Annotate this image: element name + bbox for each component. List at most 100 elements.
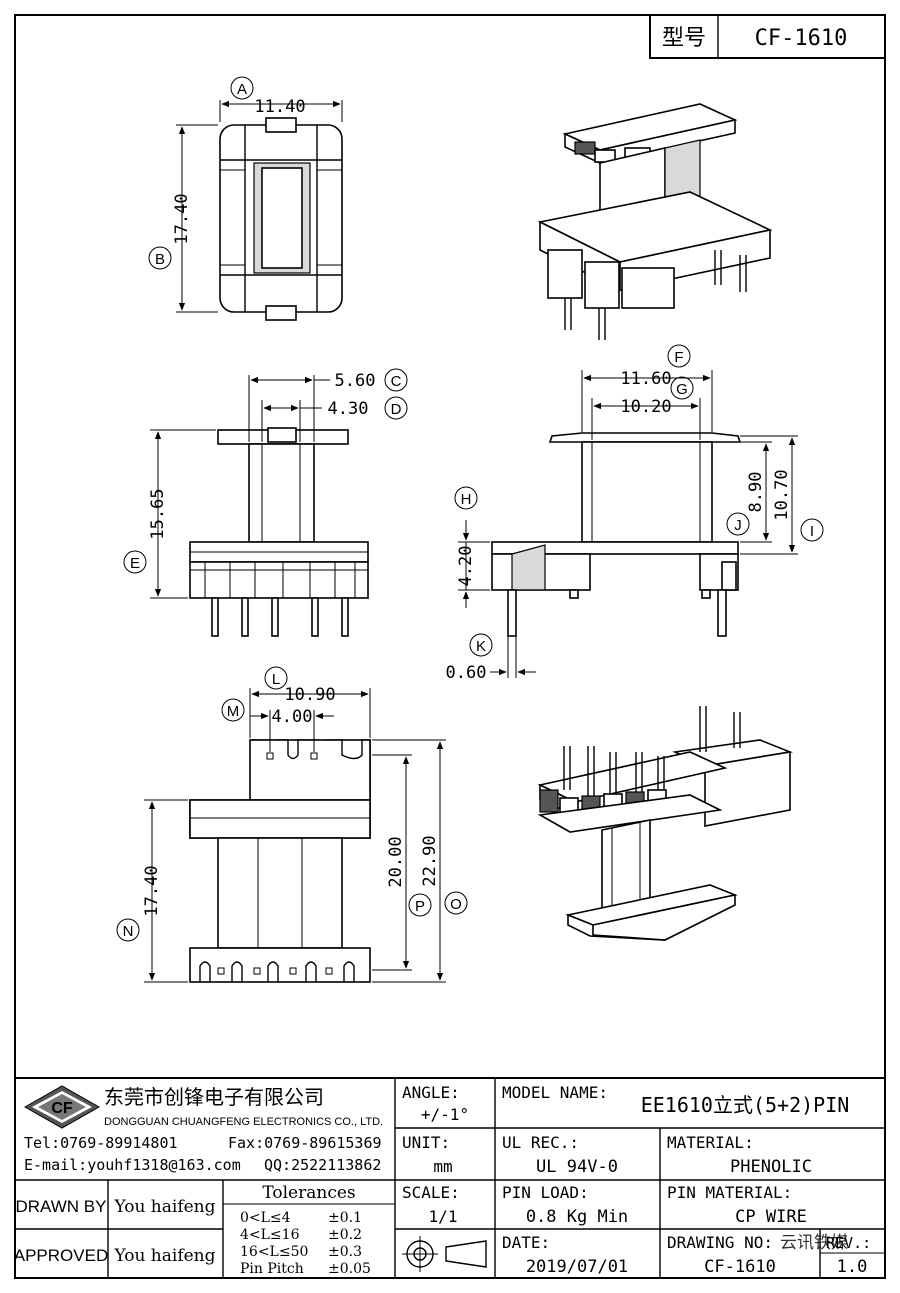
dim-j: 8.90 J	[726, 441, 772, 543]
dim-h-letter: H	[461, 491, 472, 508]
dim-j-value: 8.90	[746, 472, 766, 513]
dim-f-value: 11.60	[620, 369, 671, 389]
dim-p: 20.00 P	[372, 754, 432, 971]
tolerances-table: Tolerances 0<L≤4 ±0.1 4<L≤16 ±0.2 16<L≤5…	[240, 1183, 371, 1277]
company-logo: CF	[23, 1085, 101, 1129]
company-fax: Fax:0769-89615369	[228, 1134, 382, 1152]
dim-m-letter: M	[227, 703, 240, 720]
dim-a-letter: A	[237, 81, 247, 98]
top-view	[219, 117, 343, 321]
dim-l-value: 10.90	[284, 685, 335, 705]
scale-label: SCALE:	[402, 1183, 460, 1202]
logo-text: CF	[51, 1100, 73, 1117]
watermark: 云讯铁媒	[780, 1233, 848, 1252]
date-value: 2019/07/01	[526, 1257, 628, 1277]
angle-value: +/-1°	[421, 1105, 469, 1124]
dim-d: 4.30 D	[261, 396, 408, 442]
dim-m: 4.00 M	[221, 698, 334, 752]
dim-d-letter: D	[391, 401, 402, 418]
dim-b: 17.40 B	[148, 124, 218, 313]
drawing-no-label: DRAWING NO:	[667, 1233, 773, 1252]
dim-f: 11.60 F	[581, 344, 713, 432]
dim-k-value: 0.60	[446, 663, 487, 683]
ul-rec-label: UL REC.:	[502, 1133, 579, 1152]
dim-h-value: 4.20	[456, 546, 476, 587]
dim-k-letter: K	[476, 638, 486, 655]
dim-a-value: 11.40	[254, 97, 305, 117]
dim-e-value: 15.65	[148, 488, 168, 539]
dim-k: 0.60 K	[446, 633, 536, 683]
company-tel: Tel:0769-89914801	[24, 1134, 178, 1152]
dim-i-value: 10.70	[772, 469, 792, 520]
iso-view-top	[537, 103, 773, 340]
unit-label: UNIT:	[402, 1133, 450, 1152]
scale-value: 1/1	[429, 1207, 458, 1226]
dim-g-letter: G	[676, 381, 688, 398]
dim-c: 5.60 C	[248, 368, 408, 442]
dim-i-letter: I	[810, 523, 814, 540]
iso-view-bottom	[537, 706, 793, 941]
front-view	[189, 427, 369, 637]
pin-material-label: PIN MATERIAL:	[667, 1183, 792, 1202]
title-block	[15, 1077, 885, 1278]
tol-row-range: 0<L≤4	[240, 1210, 291, 1226]
dim-i: 10.70 I	[740, 435, 824, 555]
material-value: PHENOLIC	[730, 1157, 812, 1177]
dim-c-value: 5.60	[335, 371, 376, 391]
dim-o-value: 22.90	[420, 835, 440, 886]
dim-j-letter: J	[734, 517, 742, 534]
tol-row-value: ±0.1	[328, 1210, 362, 1226]
dim-b-value: 17.40	[172, 193, 192, 244]
dim-h: 4.20 H	[454, 486, 490, 608]
tol-row-range: 4<L≤16	[240, 1227, 300, 1243]
dim-e: 15.65 E	[123, 429, 216, 599]
angle-label: ANGLE:	[402, 1083, 460, 1102]
dim-l-letter: L	[272, 671, 280, 688]
tol-title: Tolerances	[262, 1183, 355, 1203]
dim-a: 11.40 A	[219, 76, 343, 122]
company-qq: QQ:2522113862	[264, 1156, 381, 1174]
dim-n-value: 17.40	[142, 865, 162, 916]
unit-value: mm	[433, 1157, 452, 1176]
dim-g: 10.20 G	[591, 376, 701, 440]
rev-value: 1.0	[837, 1257, 868, 1277]
dim-p-value: 20.00	[386, 836, 406, 887]
dim-n: 17.40 N	[116, 799, 188, 983]
dim-f-letter: F	[674, 349, 683, 366]
tol-row-range: Pin Pitch	[240, 1261, 304, 1277]
dim-o-letter: O	[450, 896, 462, 913]
dim-l: 10.90 L	[249, 666, 371, 738]
tol-row-range: 16<L≤50	[240, 1244, 308, 1260]
drawn-by-value: You haifeng	[113, 1197, 215, 1217]
header-box: 型号 CF-1610	[649, 14, 886, 59]
ul-rec-value: UL 94V-0	[536, 1157, 618, 1177]
pin-load-label: PIN LOAD:	[502, 1183, 589, 1202]
rev-label: REV.:	[826, 1234, 871, 1252]
dim-d-value: 4.30	[328, 399, 369, 419]
model-name-value: EE1610立式(5+2)PIN	[641, 1093, 850, 1117]
pin-load-value: 0.8 Kg Min	[526, 1207, 628, 1227]
dim-m-value: 4.00	[272, 707, 313, 727]
side-view	[491, 432, 742, 637]
dim-e-letter: E	[130, 555, 140, 572]
approved-value: You haifeng	[113, 1246, 215, 1266]
material-label: MATERIAL:	[667, 1133, 754, 1152]
company-name-cn: 东莞市创锋电子有限公司	[104, 1085, 324, 1109]
tol-row-value: ±0.05	[328, 1261, 371, 1277]
tol-row-value: ±0.3	[328, 1244, 362, 1260]
approved-label: APPROVED	[14, 1246, 108, 1265]
company-name-en: DONGGUAN CHUANGFENG ELECTRONICS CO., LTD…	[104, 1116, 383, 1128]
header-model-code: CF-1610	[755, 26, 848, 51]
dim-c-letter: C	[391, 373, 402, 390]
dim-o: 22.90 O	[372, 739, 468, 983]
date-label: DATE:	[502, 1233, 550, 1252]
drawn-by-label: DRAWN BY	[16, 1197, 107, 1216]
company-email: E-mail:youhf1318@163.com	[24, 1156, 241, 1174]
dim-g-value: 10.20	[620, 397, 671, 417]
company-block: CF 东莞市创锋电子有限公司 DONGGUAN CHUANGFENG ELECT…	[23, 1085, 383, 1174]
projection-symbol-icon	[402, 1236, 487, 1272]
drawing-no-value: CF-1610	[704, 1257, 776, 1277]
tol-row-value: ±0.2	[328, 1227, 362, 1243]
sheet-border	[14, 14, 886, 1279]
